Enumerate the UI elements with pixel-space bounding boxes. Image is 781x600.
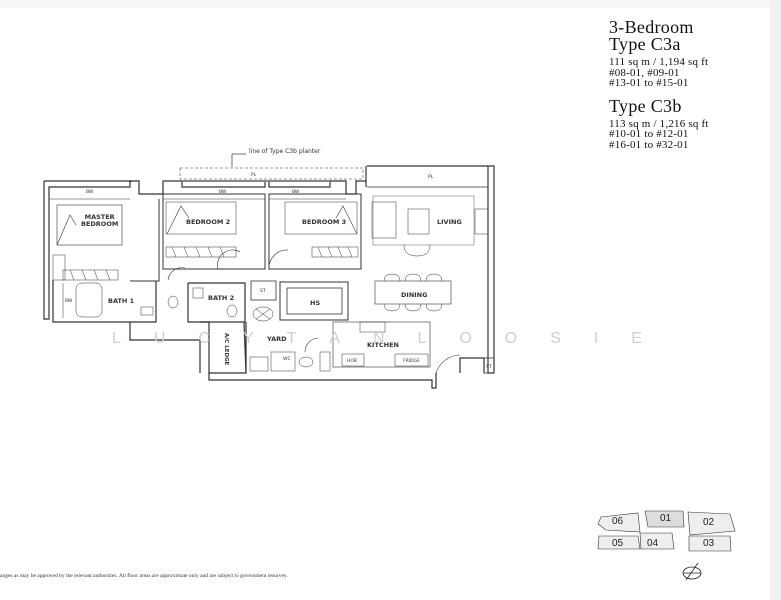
bedroom-2-label: BEDROOM 2 [186,218,231,226]
bw-label-master: BW [86,190,94,195]
type-b-details: 113 sq m / 1,216 sq ft #10-01 to #12-01 … [609,117,709,151]
st-label-store: ST [260,289,266,294]
bath-2-label: BATH 2 [208,294,235,302]
hob-label: HOB [347,359,358,364]
type-b-name: Type C3b [609,95,682,116]
yard-label: YARD [267,335,287,343]
kitchen-label: KITCHEN [367,341,399,349]
type-a-area: 111 sq m / 1,194 sq ft [609,56,709,68]
bw-label-bedroom2: BW [219,190,227,195]
unit-category: 3-Bedroom [609,17,694,37]
type-b-units-2: #16-01 to #32-01 [609,138,689,151]
bw-label-bedroom3: BW [292,190,300,195]
type-a-name: Type C3a [609,34,681,54]
master-bedroom-label: MASTER BEDROOM [81,213,119,228]
type-a-units-2: #13-01 to #15-01 [609,77,689,89]
hs-label: HS [310,299,321,307]
living-label: LIVING [437,218,462,226]
pl-label-planter: PL [251,173,257,178]
planter-note: line of Type C3b planter [249,148,321,155]
dining-label: DINING [401,291,428,299]
key-plan-unit-03: 03 [703,538,715,549]
wc-label: WC [283,357,291,362]
right-border [770,0,781,600]
key-plan-unit-04: 04 [647,538,659,549]
top-border [0,0,781,8]
disclaimer-text: anges as may be approved by the relevant… [0,573,288,579]
type-b-units-1: #10-01 to #12-01 [609,128,689,140]
type-a-details: 111 sq m / 1,194 sq ft #08-01, #09-01 #1… [609,57,709,89]
type-a-units-1: #08-01, #09-01 [609,66,680,79]
key-plan-unit-05: 05 [612,538,624,549]
type-b-area: 113 sq m / 1,216 sq ft [609,117,709,130]
unit-info: 3-Bedroom Type C3a 111 sq m / 1,194 sq f… [609,17,709,151]
bw-label-bath1: BW [65,299,73,304]
pl-label-living: PL [428,175,434,180]
fridge-label: FRIDGE [403,359,420,364]
bath-1-label: BATH 1 [108,297,135,305]
key-plan-unit-01: 01 [660,513,672,524]
bedroom-3-label: BEDROOM 3 [302,218,347,226]
north-arrow-icon [682,562,702,581]
watermark: L U C Y T A N L O O S I E [112,330,642,347]
key-plan-unit-02: 02 [703,517,715,528]
key-plan-unit-06: 06 [612,516,624,527]
st-label-entrance: ST [486,365,492,370]
